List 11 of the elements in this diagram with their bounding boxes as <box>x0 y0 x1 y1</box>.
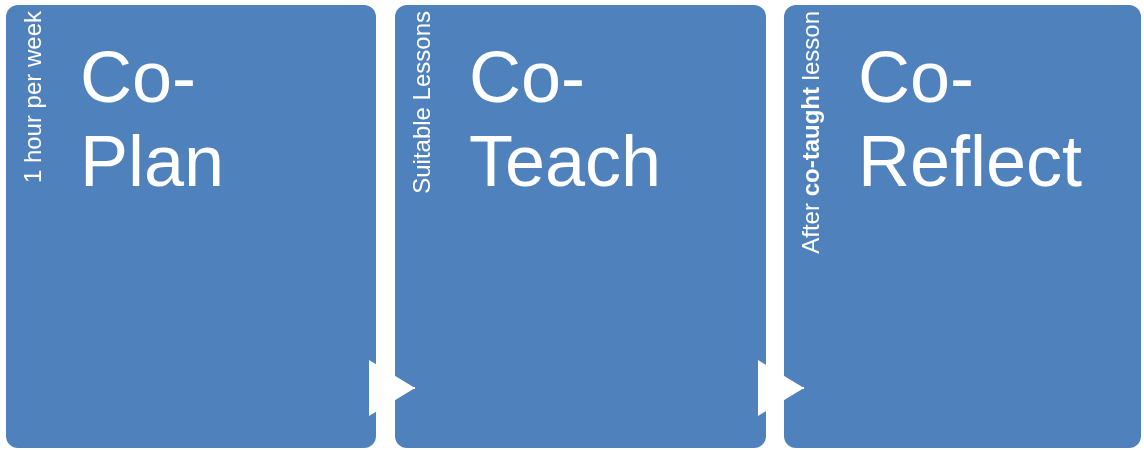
side-note: 1 hour per week <box>18 11 47 184</box>
arrow <box>758 360 805 416</box>
side-note: Suitable Lessons <box>407 11 436 194</box>
side-note: After co-taught lesson <box>796 11 825 254</box>
process-box <box>395 5 766 448</box>
step-title: Co- Reflect <box>858 36 1084 203</box>
arrow <box>369 360 416 416</box>
step-title: Co- Teach <box>469 36 663 203</box>
process-box <box>784 5 1141 448</box>
process-box <box>6 5 376 448</box>
step-title: Co- Plan <box>80 36 226 203</box>
